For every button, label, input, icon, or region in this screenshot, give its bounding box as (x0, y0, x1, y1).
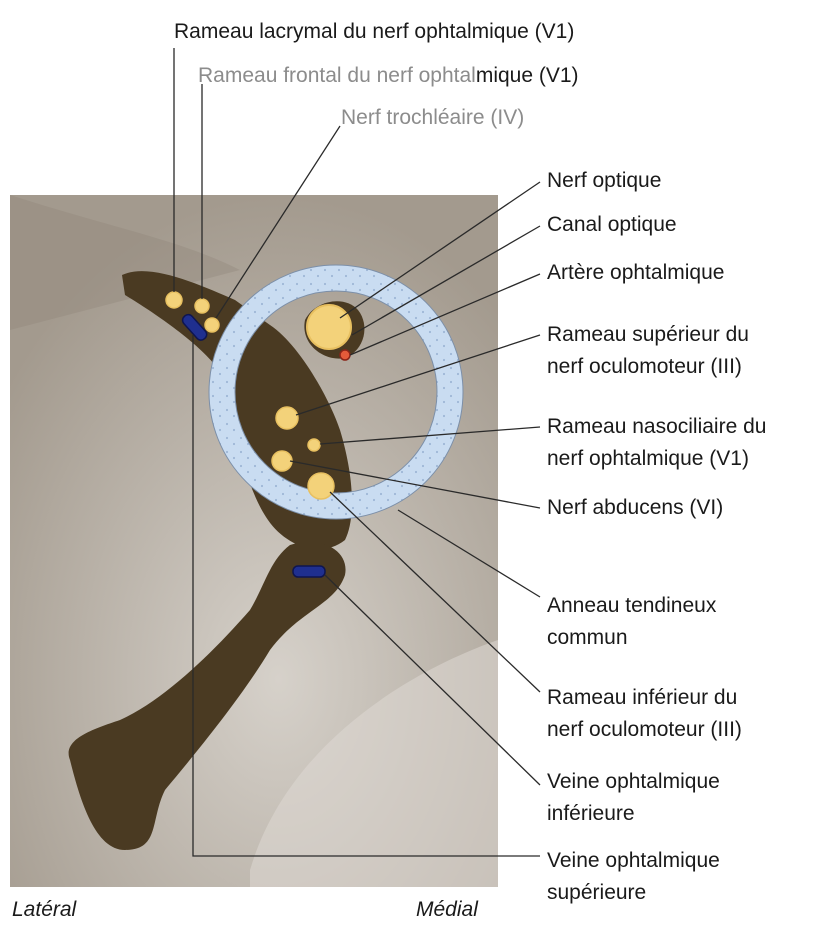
trochlear-nerve (205, 318, 219, 332)
label-artere: Artère ophtalmique (547, 259, 724, 286)
label-veine-inf-2: inférieure (547, 800, 635, 827)
oculomotor-superior-branch (276, 407, 298, 429)
optic-nerve (307, 305, 351, 349)
label-veine-sup-1: Veine ophtalmique (547, 847, 720, 874)
label-abducens: Nerf abducens (VI) (547, 494, 723, 521)
label-nerf-optique: Nerf optique (547, 167, 661, 194)
label-inf-oculomoteur-1: Rameau inférieur du (547, 684, 737, 711)
nasociliary-nerve (308, 439, 320, 451)
label-anneau-1: Anneau tendineux (547, 592, 716, 619)
label-lacrymal: Rameau lacrymal du nerf ophtalmique (V1) (174, 18, 574, 45)
label-sup-oculomoteur-1: Rameau supérieur du (547, 321, 749, 348)
label-veine-sup-2: supérieure (547, 879, 646, 906)
oculomotor-inferior-branch (308, 473, 334, 499)
label-nasociliaire-2: nerf ophtalmique (V1) (547, 445, 749, 472)
ophthalmic-artery (340, 350, 350, 360)
label-lateral: Latéral (12, 896, 76, 923)
label-frontal-part1: Rameau frontal du nerf ophtal (198, 64, 476, 87)
abducens-nerve (272, 451, 292, 471)
label-trochleaire: Nerf trochléaire (IV) (341, 104, 524, 131)
label-medial: Médial (416, 896, 478, 923)
label-veine-inf-1: Veine ophtalmique (547, 768, 720, 795)
inferior-ophthalmic-vein (293, 566, 325, 577)
label-canal-optique: Canal optique (547, 211, 677, 238)
label-frontal-part2: mique (V1) (476, 64, 579, 87)
label-inf-oculomoteur-2: nerf oculomoteur (III) (547, 716, 742, 743)
label-nasociliaire-1: Rameau nasociliaire du (547, 413, 766, 440)
lacrimal-nerve (166, 292, 182, 308)
label-sup-oculomoteur-2: nerf oculomoteur (III) (547, 353, 742, 380)
label-anneau-2: commun (547, 624, 628, 651)
frontal-nerve (195, 299, 209, 313)
label-frontal: Rameau frontal du nerf ophtalmique (V1) (198, 62, 579, 89)
